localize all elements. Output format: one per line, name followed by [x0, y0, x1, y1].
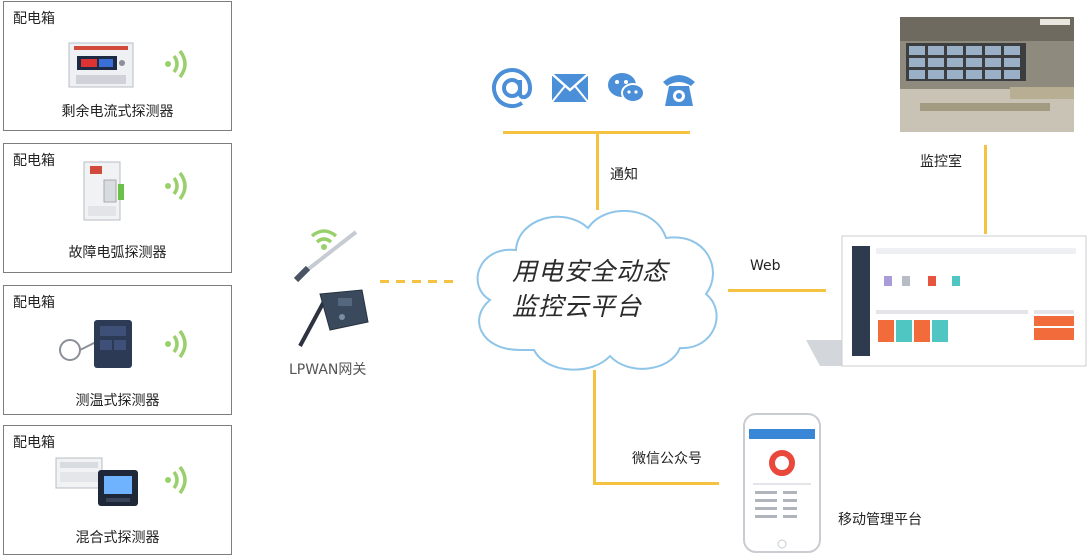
monitoring-room-photo: [900, 17, 1074, 132]
wechat-icon: [608, 73, 645, 103]
device-label: 剩余电流式探测器: [61, 104, 174, 120]
cloud-mobile-line-horizontal: [593, 482, 719, 485]
email-icon: [551, 73, 589, 103]
wireless-signal-icon: [165, 171, 187, 201]
cloud-title-line2: 监控云平台: [512, 292, 643, 321]
web-label: Web: [750, 258, 781, 274]
box-label: 配电箱: [13, 295, 55, 311]
mobile-app-screenshot: [743, 413, 821, 553]
device-label: 混合式探测器: [75, 530, 160, 546]
box-label: 配电箱: [13, 11, 55, 27]
box-label: 配电箱: [13, 435, 55, 451]
gateway-cloud-dashed-line: [380, 280, 456, 283]
cloud-shape: [476, 209, 718, 371]
monitoring-room-line: [984, 145, 987, 234]
lpwan-gateway-icon: [293, 229, 369, 347]
cloud-notification-line: [596, 131, 599, 210]
at-sign-icon: [492, 68, 533, 109]
device-label: 故障电弧探测器: [68, 245, 167, 261]
distribution-box-1: 配电箱 剩余电流式探测器: [3, 1, 232, 131]
web-dashboard-screenshot: [806, 235, 1087, 367]
hybrid-detector-icon: [55, 457, 138, 506]
mobile-platform-label: 移动管理平台: [838, 512, 922, 528]
monitoring-room-label: 监控室: [920, 154, 962, 170]
distribution-box-2: 配电箱 故障电弧探测器: [3, 143, 232, 273]
distribution-box-4: 配电箱 混合式探测器: [3, 425, 232, 555]
cloud-web-line: [728, 289, 826, 292]
box-label: 配电箱: [13, 153, 55, 169]
temperature-detector-icon: [59, 320, 132, 368]
notification-label: 通知: [610, 167, 638, 183]
device-label: 测温式探测器: [75, 393, 160, 409]
residual-current-detector-icon: [68, 42, 134, 88]
wireless-signal-icon: [165, 49, 187, 79]
cloud-mobile-line-vertical: [593, 370, 596, 485]
gateway-label: LPWAN网关: [289, 362, 367, 378]
wireless-signal-icon: [165, 329, 187, 359]
telephone-icon: [663, 75, 695, 106]
arc-fault-detector-icon: [83, 161, 124, 221]
distribution-box-3: 配电箱 测温式探测器: [3, 285, 232, 415]
wifi-icon: [310, 229, 338, 250]
cloud-title-line1: 用电安全动态: [512, 257, 669, 286]
wireless-signal-icon: [165, 465, 187, 495]
wechat-account-label: 微信公众号: [632, 451, 702, 467]
